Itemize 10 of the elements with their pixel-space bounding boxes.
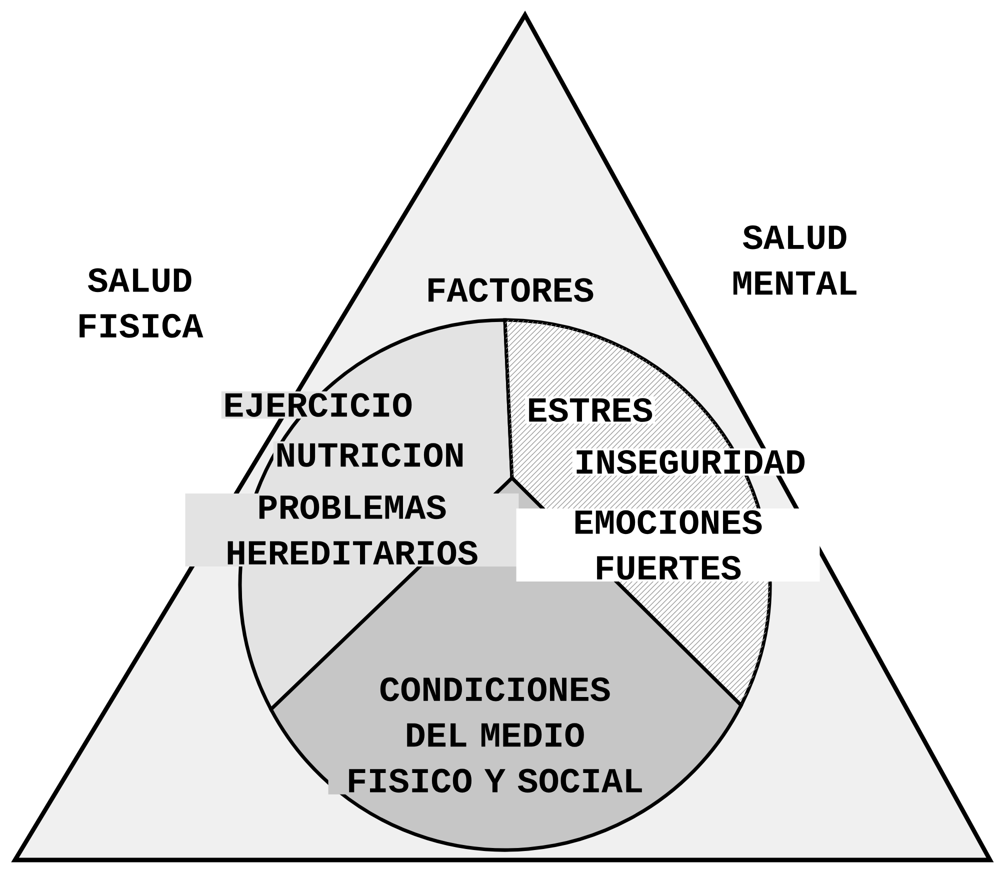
node-text: ESTRES xyxy=(525,396,656,424)
node-text: PROBLEMAS HEREDITARIOS xyxy=(185,493,519,567)
node-text: EMOCIONES FUERTES xyxy=(516,508,820,582)
side-label: SALUD FISICA xyxy=(80,268,204,338)
node-text: INSEGURIDAD xyxy=(572,448,808,476)
node-text: FACTORES xyxy=(424,276,596,304)
side-label: SALUD MENTAL xyxy=(733,225,856,295)
node-text: EJERCICIO xyxy=(221,391,415,419)
node-text: NUTRICION xyxy=(273,441,467,469)
node-text: CONDICIONES DEL MEDIO FISICO Y SOCIAL xyxy=(328,676,662,794)
